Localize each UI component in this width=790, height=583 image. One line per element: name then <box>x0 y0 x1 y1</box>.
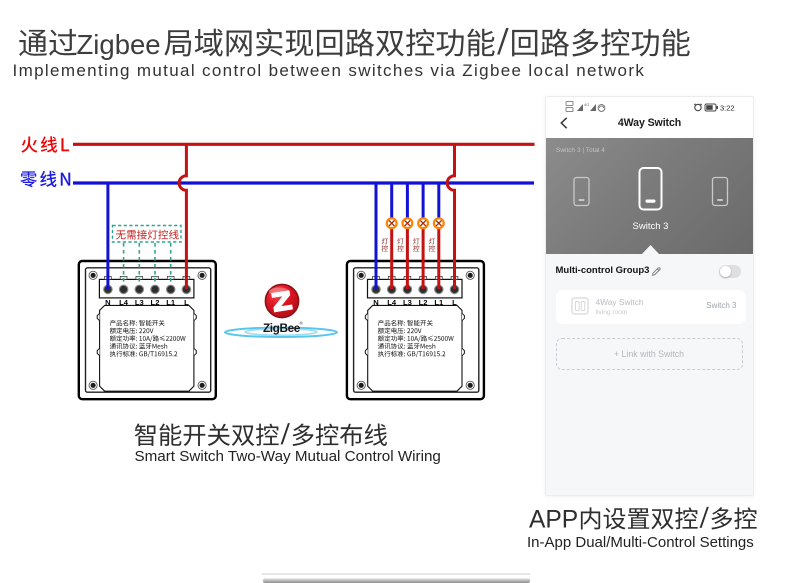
svg-text:N: N <box>105 298 110 307</box>
svg-text:Implementing mutual control be: Implementing mutual control between swit… <box>13 61 646 80</box>
svg-text:4G: 4G <box>584 102 589 107</box>
svg-text:Zigbee: Zigbee <box>77 29 161 60</box>
svg-text:L3: L3 <box>135 298 144 307</box>
svg-text:3:22: 3:22 <box>720 104 735 113</box>
svg-text:®: ® <box>300 320 304 326</box>
svg-text:L1: L1 <box>434 298 444 307</box>
svg-text:N: N <box>373 298 378 307</box>
svg-text:L2: L2 <box>151 298 160 307</box>
svg-text:L3: L3 <box>403 298 412 307</box>
svg-text:Smart Switch Two-Way Mutual Co: Smart Switch Two-Way Mutual Control Wiri… <box>135 448 441 465</box>
svg-text:ZigBee: ZigBee <box>263 321 301 335</box>
svg-text:L: L <box>452 298 457 307</box>
svg-text:Switch 3: Switch 3 <box>633 221 669 232</box>
svg-text:L2: L2 <box>419 298 428 307</box>
svg-text:L4: L4 <box>387 298 397 307</box>
svg-text:In-App Dual/Multi-Control Sett: In-App Dual/Multi-Control Settings <box>527 534 754 551</box>
svg-text:L1: L1 <box>166 298 176 307</box>
svg-text:L4: L4 <box>119 298 129 307</box>
svg-text:APP: APP <box>529 507 578 534</box>
svg-text:L: L <box>184 298 189 307</box>
